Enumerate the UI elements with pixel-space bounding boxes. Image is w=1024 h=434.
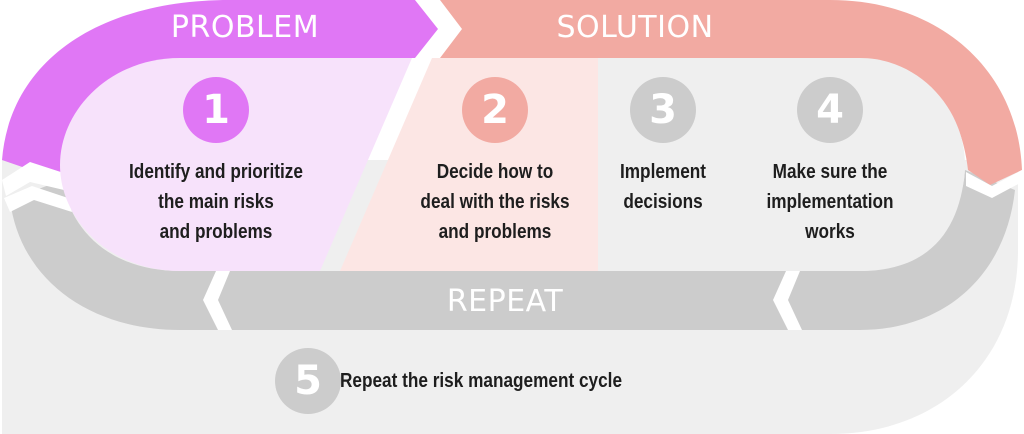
step-5-text: Repeat the risk management cycle — [340, 370, 623, 392]
step-4-badge: 4 — [797, 77, 863, 143]
repeat-label: REPEAT — [446, 284, 564, 319]
solution-label: SOLUTION — [556, 10, 714, 45]
right-junction-chevron — [966, 170, 1022, 198]
step-1-number: 1 — [202, 87, 230, 133]
step-2-number: 2 — [481, 87, 509, 133]
step-4-text: Make sure the implementation works — [766, 161, 894, 243]
step-2-text: Decide how to deal with the risks and pr… — [420, 161, 570, 243]
step-4-number: 4 — [816, 87, 844, 133]
step-5-number: 5 — [294, 358, 322, 404]
problem-band — [2, 0, 438, 180]
step-3-number: 3 — [649, 87, 677, 133]
problem-label: PROBLEM — [170, 10, 320, 45]
step-1-text: Identify and prioritize the main risks a… — [129, 161, 303, 243]
step-3-badge: 3 — [630, 77, 696, 143]
solution-panel-decide — [340, 58, 598, 271]
left-junction-chevron — [2, 162, 70, 196]
problem-panel — [60, 58, 412, 271]
solution-band — [440, 0, 1022, 185]
repeat-band — [10, 170, 1015, 330]
repeat-chevron-left — [203, 271, 232, 330]
step-2-badge: 2 — [462, 77, 528, 143]
left-junction-chevron-2 — [4, 186, 72, 212]
step-5-badge: 5 — [275, 348, 341, 414]
step-3-text: Implement decisions — [619, 161, 707, 213]
repeat-chevron-right — [773, 271, 802, 330]
step-1-badge: 1 — [183, 77, 249, 143]
